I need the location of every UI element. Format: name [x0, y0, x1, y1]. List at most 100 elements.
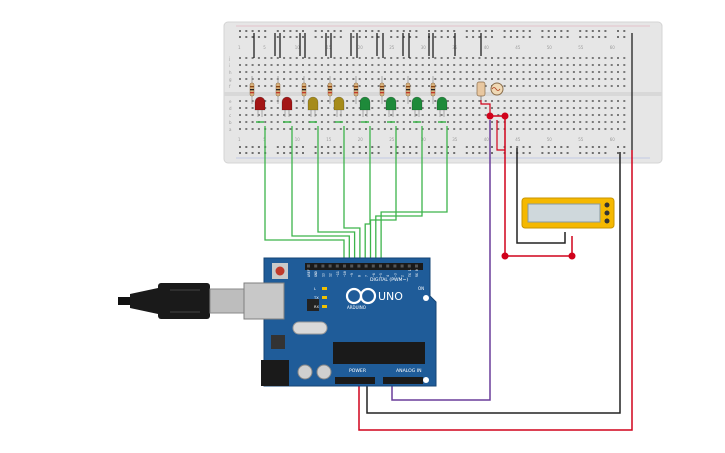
- rail-hole: [591, 146, 594, 148]
- terminal-hole: [453, 64, 456, 66]
- terminal-hole: [446, 114, 449, 116]
- pin-label: ~10: [343, 271, 347, 277]
- rail-hole: [396, 146, 399, 148]
- rail-hole: [453, 146, 456, 148]
- terminal-hole: [522, 100, 525, 102]
- green-wire[interactable]: [343, 126, 361, 263]
- led[interactable]: [411, 96, 423, 111]
- rail-hole: [560, 36, 563, 38]
- resistor-band: [328, 89, 332, 91]
- terminal-hole: [484, 71, 487, 73]
- terminal-hole: [396, 100, 399, 102]
- reset-button[interactable]: [275, 266, 285, 276]
- terminal-hole: [434, 78, 437, 80]
- led[interactable]: [385, 96, 397, 111]
- green-wire[interactable]: [291, 126, 350, 263]
- terminal-hole: [257, 64, 260, 66]
- usb-b-port: [243, 282, 285, 320]
- lcd-module[interactable]: [521, 197, 615, 229]
- terminal-hole: [421, 71, 424, 73]
- green-wire[interactable]: [375, 126, 423, 263]
- terminal-hole: [440, 78, 443, 80]
- terminal-hole: [283, 85, 286, 87]
- green-wires[interactable]: [256, 121, 448, 263]
- rail-hole: [314, 30, 317, 32]
- terminal-hole: [346, 64, 349, 66]
- green-wire[interactable]: [369, 126, 397, 263]
- terminal-hole: [434, 57, 437, 59]
- rail-hole: [415, 152, 418, 154]
- resistor-band: [302, 89, 306, 91]
- terminal-hole: [415, 78, 418, 80]
- terminal-hole: [617, 64, 619, 66]
- led[interactable]: [281, 96, 293, 111]
- terminal-hole: [560, 71, 563, 73]
- terminal-hole: [522, 114, 525, 116]
- rail-hole: [547, 152, 550, 154]
- led[interactable]: [359, 96, 371, 111]
- terminal-hole: [516, 100, 519, 102]
- terminal-hole: [598, 114, 601, 116]
- mount-hole: [423, 377, 429, 383]
- rail-hole: [566, 30, 569, 32]
- rail-hole: [327, 146, 330, 148]
- rail-hole: [339, 146, 342, 148]
- led[interactable]: [436, 96, 448, 111]
- terminal-hole: [604, 71, 607, 73]
- resistor-band: [302, 92, 306, 94]
- red-wire-lcd[interactable]: [504, 116, 573, 257]
- terminal-hole: [390, 57, 393, 59]
- black-wire-gnd[interactable]: [366, 152, 621, 414]
- terminal-hole: [264, 85, 267, 87]
- power-wires[interactable]: [358, 100, 633, 431]
- terminal-hole: [377, 100, 380, 102]
- led[interactable]: [254, 96, 266, 111]
- photoresistor[interactable]: [476, 81, 504, 100]
- breadboard[interactable]: 1155101015152020252530303535404045455050…: [223, 21, 663, 164]
- terminal-hole: [239, 114, 241, 116]
- terminal-hole: [535, 85, 538, 87]
- terminal-hole: [327, 107, 330, 109]
- terminal-hole: [440, 114, 443, 116]
- terminal-hole: [308, 128, 311, 130]
- terminal-hole: [547, 114, 550, 116]
- green-wire[interactable]: [380, 126, 448, 263]
- pin-label: 2: [401, 275, 405, 277]
- red-wire-lead[interactable]: [480, 100, 491, 116]
- top-rail-jumpers[interactable]: [253, 33, 633, 150]
- rail-hole: [377, 36, 380, 38]
- terminal-hole: [390, 114, 393, 116]
- rail-hole: [283, 36, 286, 38]
- terminal-hole: [617, 57, 619, 59]
- led[interactable]: [333, 96, 345, 111]
- purple-wire-a0[interactable]: [391, 120, 491, 401]
- red-wire-photo[interactable]: [496, 120, 505, 151]
- terminal-hole: [239, 71, 241, 73]
- green-wire[interactable]: [264, 126, 345, 263]
- led-row[interactable]: [254, 96, 448, 117]
- black-wire-lcd[interactable]: [516, 148, 566, 244]
- rail-hole: [428, 152, 430, 154]
- green-wire[interactable]: [317, 126, 356, 263]
- rail-hole: [547, 30, 550, 32]
- led[interactable]: [307, 96, 319, 111]
- terminal-hole: [472, 114, 475, 116]
- green-wire[interactable]: [364, 126, 371, 263]
- resistor-row[interactable]: [249, 76, 436, 104]
- red-wire-5v[interactable]: [358, 150, 633, 431]
- terminal-hole: [547, 128, 550, 130]
- usb-cable[interactable]: [118, 283, 245, 319]
- terminal-hole: [396, 57, 399, 59]
- terminal-hole: [276, 64, 279, 66]
- terminal-hole: [478, 128, 481, 130]
- terminal-hole: [409, 64, 412, 66]
- terminal-hole: [295, 71, 298, 73]
- terminal-hole: [617, 128, 619, 130]
- terminal-hole: [409, 78, 412, 80]
- terminal-hole: [358, 114, 361, 116]
- row-letter: h: [229, 70, 232, 75]
- terminal-hole: [409, 128, 412, 130]
- digital-header: [305, 263, 423, 270]
- rail-hole: [333, 30, 336, 32]
